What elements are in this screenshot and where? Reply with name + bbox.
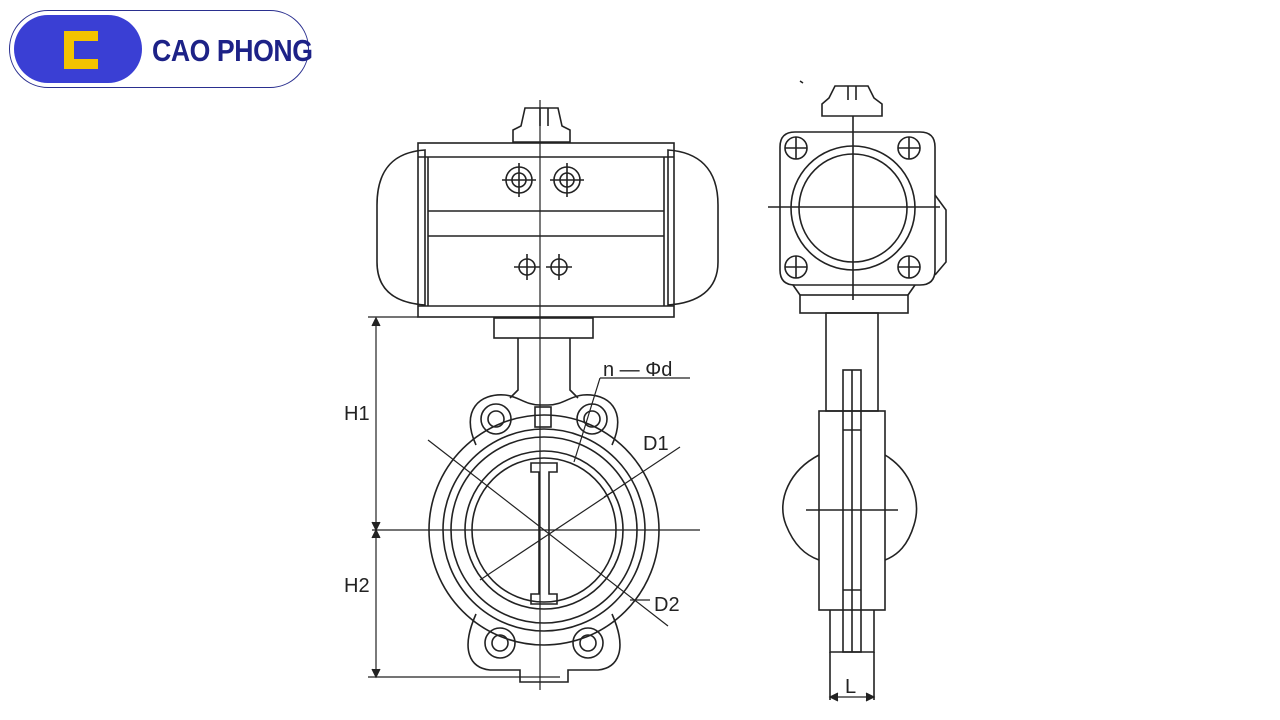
side-view	[768, 80, 947, 702]
bolt-hole-icon	[572, 627, 604, 659]
height-dimensions	[368, 316, 560, 679]
leader-lines	[573, 377, 690, 601]
l-label: L	[845, 676, 856, 698]
brand-c-icon	[64, 31, 98, 69]
valve-body	[428, 394, 660, 683]
center-lines	[372, 100, 700, 690]
bolt-hole-icon	[480, 403, 512, 435]
brand-logo: CAO PHONG	[9, 10, 313, 88]
actuator-top-indicator	[512, 107, 571, 143]
screw-icon	[784, 255, 808, 279]
screw-icon	[784, 136, 808, 160]
mounting-bracket	[493, 317, 594, 399]
d1-label: D1	[643, 433, 669, 455]
actuator-body	[376, 142, 719, 318]
bolt-hole-icon	[576, 403, 608, 435]
screw-icon	[546, 254, 572, 280]
side-actuator	[768, 116, 947, 314]
front-view	[368, 100, 719, 690]
side-top-indicator	[799, 80, 883, 117]
air-port-icon	[550, 163, 584, 197]
d2-label: D2	[654, 594, 680, 616]
length-dimension	[828, 692, 876, 702]
screw-icon	[897, 255, 921, 279]
side-body	[782, 369, 918, 700]
brand-name: CAO PHONG	[152, 33, 313, 68]
h2-label: H2	[344, 575, 370, 597]
bolt-hole-label: n — Φd	[603, 359, 672, 381]
h1-label: H1	[344, 403, 370, 425]
screw-icon	[514, 254, 540, 280]
screw-icon	[897, 136, 921, 160]
brand-badge	[14, 15, 142, 83]
bolt-hole-icon	[484, 627, 516, 659]
air-port-icon	[502, 163, 536, 197]
